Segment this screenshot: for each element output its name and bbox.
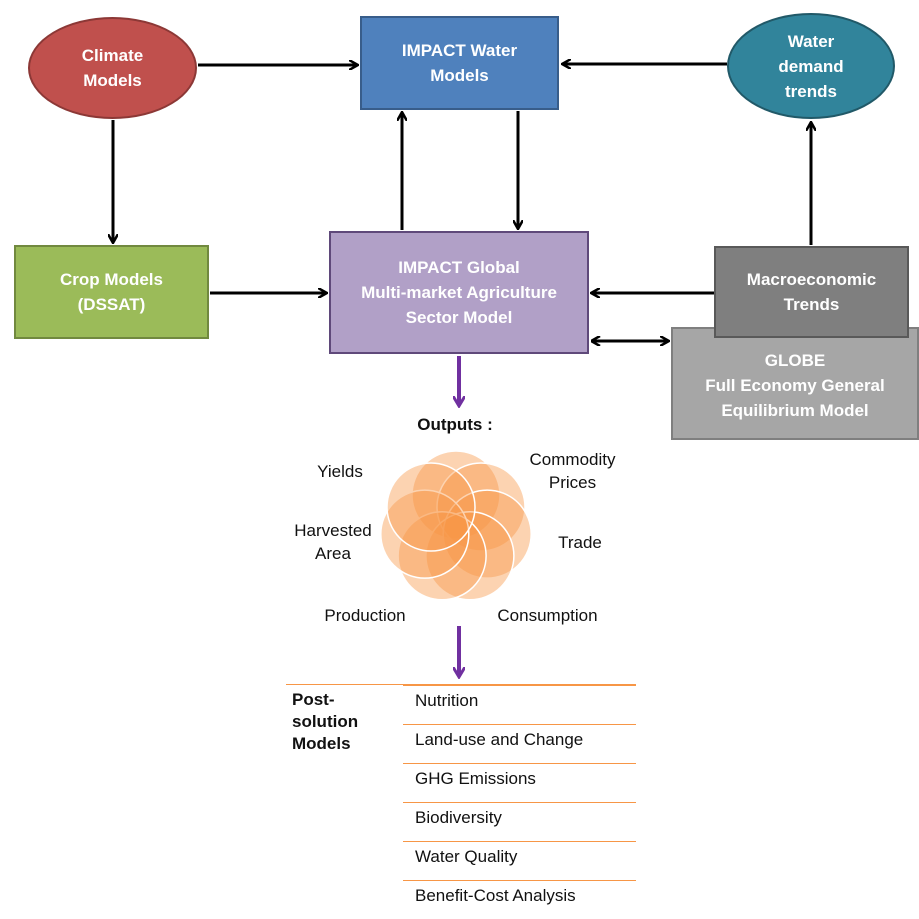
output-petal	[380, 489, 470, 579]
post-solution-label: Post- solution Models	[292, 690, 359, 753]
output-trade: Trade	[558, 533, 602, 552]
post-model-land-use: Land-use and Change	[403, 724, 636, 763]
post-solution-models-list: Nutrition Land-use and Change GHG Emissi…	[403, 685, 636, 919]
output-yields: Yields	[317, 462, 363, 481]
outputs-petal-cycle	[380, 450, 532, 601]
output-petal	[436, 462, 526, 552]
post-model-benefit-cost: Benefit-Cost Analysis	[403, 880, 636, 919]
crop-models-node: Crop Models (DSSAT)	[14, 245, 209, 339]
output-petal	[425, 511, 515, 601]
output-petal	[411, 450, 501, 540]
post-solution-divider	[286, 684, 636, 685]
impact-global-model-node: IMPACT Global Multi-market Agriculture S…	[329, 231, 589, 354]
post-model-water-quality: Water Quality	[403, 841, 636, 880]
post-model-ghg-emissions: GHG Emissions	[403, 763, 636, 802]
macroeconomic-trends-node: Macroeconomic Trends	[714, 246, 909, 338]
impact-water-models-node: IMPACT Water Models	[360, 16, 559, 110]
water-demand-trends-node: Water demand trends	[727, 13, 895, 119]
globe-model-node: GLOBE Full Economy General Equilibrium M…	[671, 327, 919, 440]
output-commodity-prices: Commodity Prices	[529, 450, 616, 492]
output-consumption: Consumption	[497, 606, 598, 625]
output-harvested-area: Harvested Area	[294, 521, 372, 563]
post-model-biodiversity: Biodiversity	[403, 802, 636, 841]
output-petal	[386, 462, 476, 552]
outputs-title: Outputs :	[417, 415, 493, 434]
climate-models-node: Climate Models	[28, 17, 197, 119]
output-production: Production	[324, 606, 406, 625]
post-model-nutrition: Nutrition	[403, 685, 636, 724]
